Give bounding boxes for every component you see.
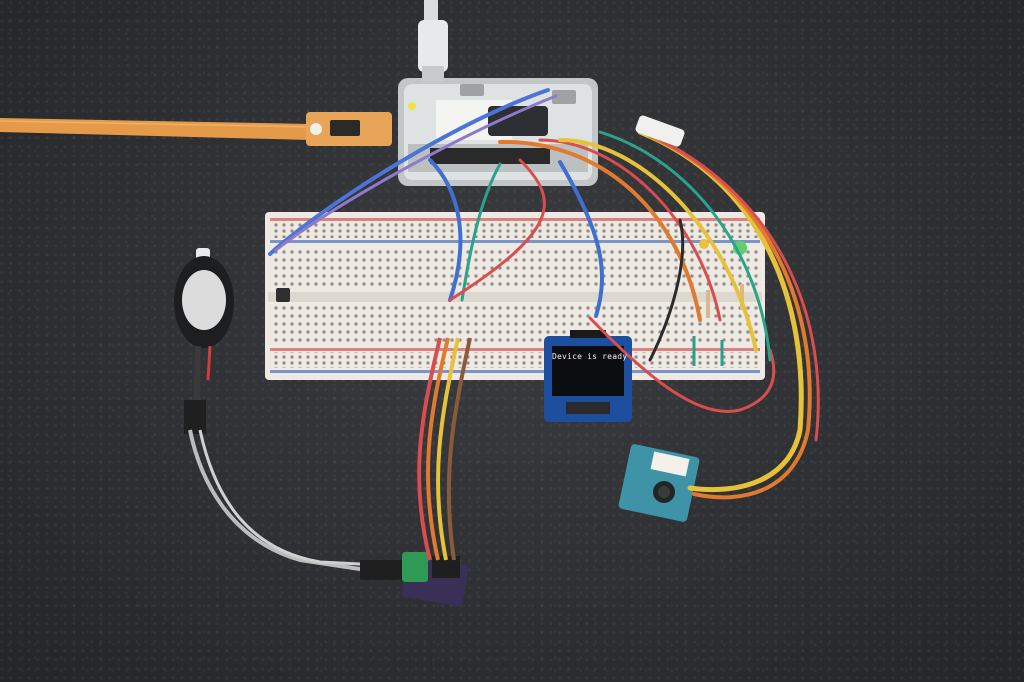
speaker — [174, 248, 234, 434]
amplifier-board — [401, 552, 469, 607]
camera-ribbon-cable — [0, 112, 392, 146]
push-button — [276, 288, 290, 302]
oled-screen — [552, 346, 624, 396]
pi-chip — [488, 106, 548, 136]
microphone-module — [618, 444, 700, 522]
terminal-block — [402, 552, 428, 582]
oled-display-text: Device is ready — [552, 352, 628, 361]
yellow-led — [699, 239, 709, 249]
usb-power-cable — [418, 0, 448, 82]
jumper-wires — [268, 88, 820, 500]
green-led — [733, 241, 747, 255]
amp-wires — [417, 337, 472, 561]
speaker-wires — [188, 429, 402, 580]
breadboard — [265, 212, 765, 380]
oled-display-module — [544, 330, 632, 422]
power-led — [408, 102, 416, 110]
